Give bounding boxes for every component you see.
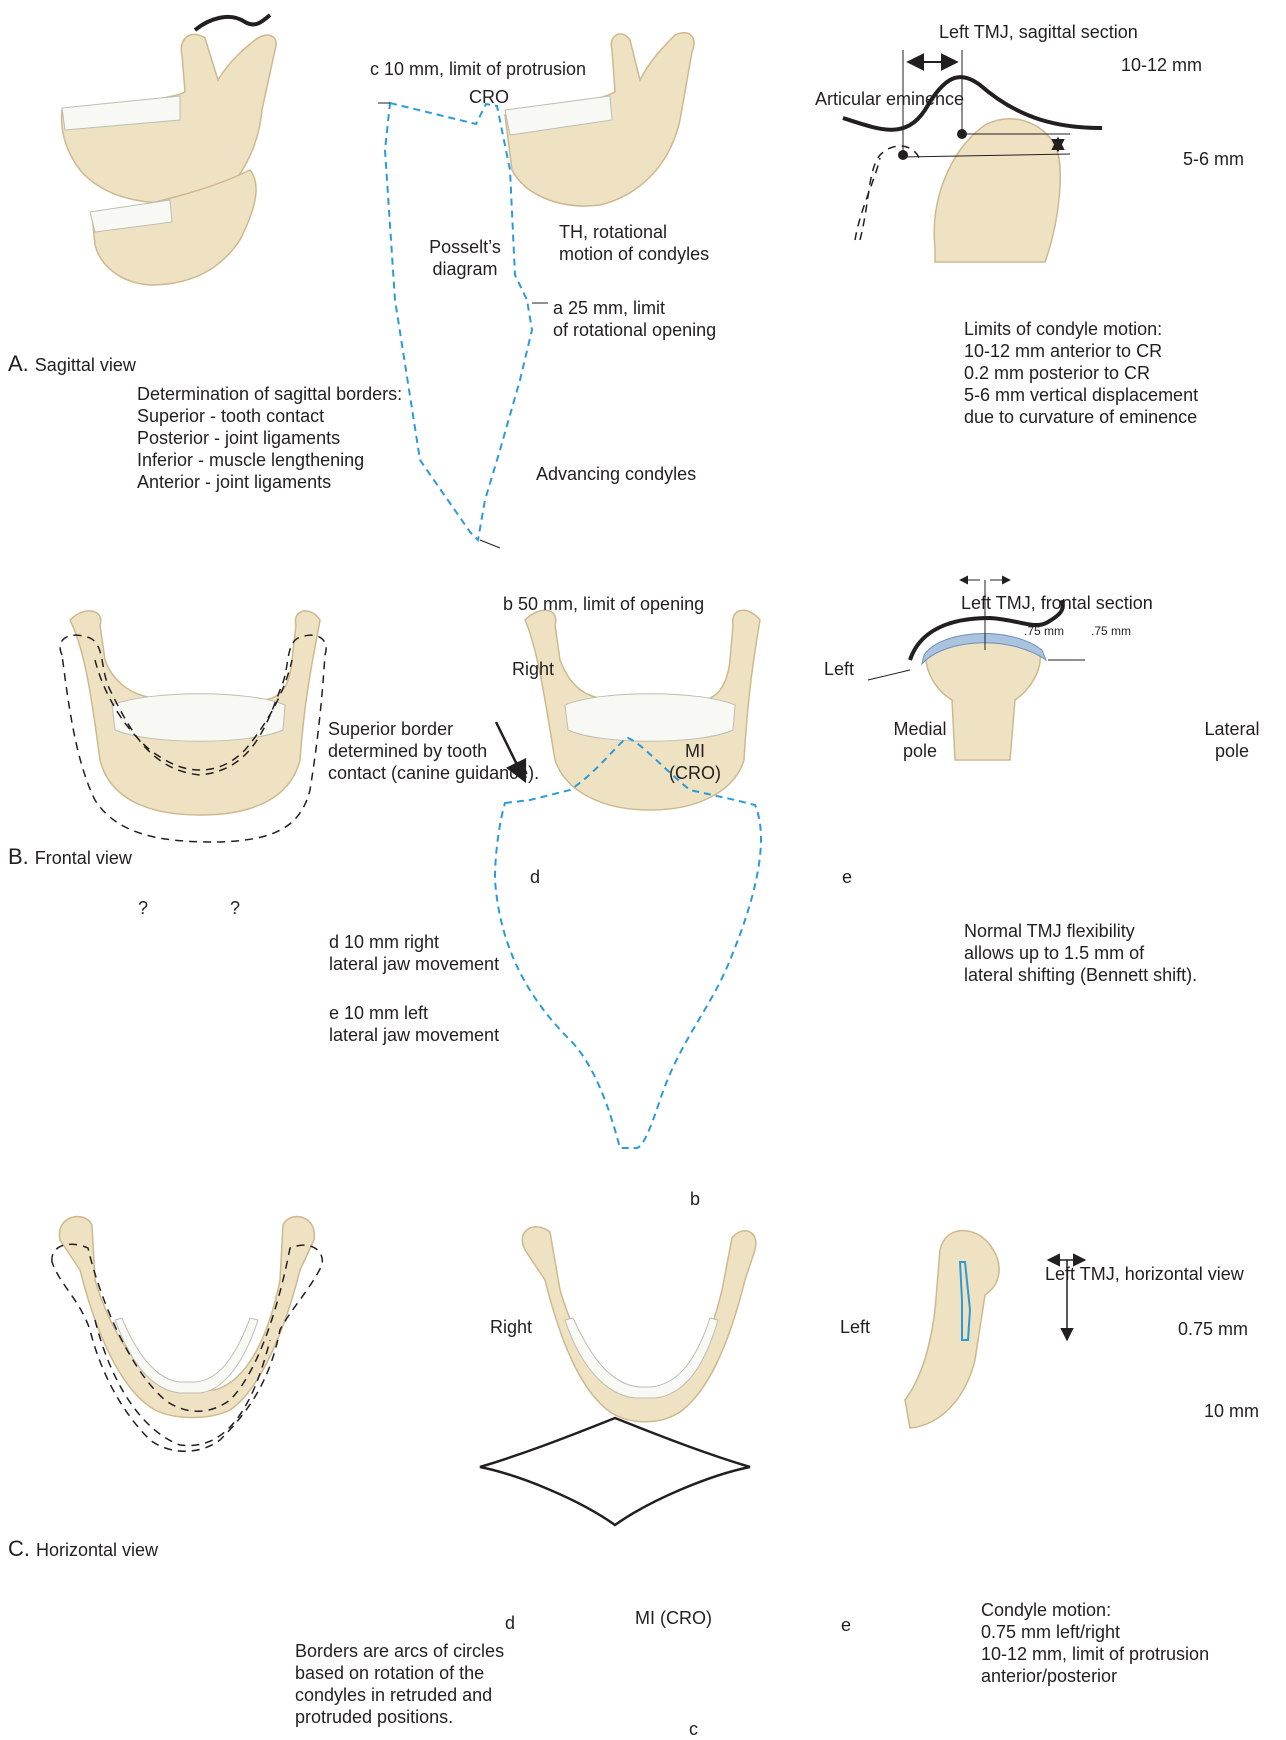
label-eminence: Articular eminence — [815, 88, 964, 110]
frontal-teeth — [112, 694, 285, 742]
label-medial-pole: Medial pole — [880, 718, 960, 762]
tmj-horizontal-title: Left TMJ, horizontal view — [1045, 1263, 1244, 1285]
label-left-horizontal: Left — [840, 1316, 870, 1338]
section-b-letter: B. — [8, 844, 29, 869]
label-e-frontal: e — [842, 866, 852, 888]
label-dim-right: .75 mm — [1091, 624, 1131, 638]
label-b-frontal: b — [690, 1188, 700, 1210]
section-b-title: B. Frontal view — [8, 844, 132, 871]
label-10mm: 10 mm — [1204, 1400, 1259, 1422]
condyle-shape — [934, 119, 1060, 262]
label-d-movement: d 10 mm right lateral jaw movement — [329, 931, 499, 975]
flexibility-text: Normal TMJ flexibility allows up to 1.5 … — [964, 920, 1197, 986]
frontal-jaw-illustration — [60, 611, 326, 842]
tmj-frontal-title: Left TMJ, frontal section — [961, 592, 1153, 614]
retruded-condyle-outline-2 — [855, 158, 880, 240]
tmj-sagittal-section — [843, 50, 1102, 262]
medial-leader — [868, 670, 910, 680]
label-th: TH, rotational motion of condyles — [559, 221, 709, 265]
label-b: b 50 mm, limit of opening — [503, 593, 704, 615]
section-a-label: Sagittal view — [35, 355, 136, 375]
label-d-frontal: d — [530, 866, 540, 888]
label-mi-cro-frontal: MI (CRO) — [650, 740, 740, 784]
section-c-letter: C. — [8, 1536, 30, 1561]
superior-border-text: Superior border determined by tooth cont… — [328, 718, 539, 784]
label-left-frontal: Left — [824, 658, 854, 680]
section-c-title: C. Horizontal view — [8, 1536, 158, 1563]
horizontal-border-diamond — [480, 1418, 750, 1525]
label-10-12: 10-12 mm — [1121, 54, 1202, 76]
sagittal-jaw-illustration — [62, 15, 277, 285]
label-a: a 25 mm, limit of rotational opening — [553, 297, 716, 341]
label-posselt: Posselt’s diagram — [415, 236, 515, 280]
label-right-frontal: Right — [512, 658, 554, 680]
question-mark-1: ? — [138, 897, 148, 919]
label-cro: CRO — [469, 86, 509, 108]
label-c-horizontal: c — [689, 1718, 698, 1740]
posselt-sagittal-trace — [385, 103, 532, 540]
tmj-horizontal-view — [905, 1231, 1085, 1428]
condyle-motion-text: Condyle motion: 0.75 mm left/right 10-12… — [981, 1599, 1209, 1687]
label-e-movement: e 10 mm left lateral jaw movement — [329, 1002, 499, 1046]
label-mi-cro-horizontal: MI (CRO) — [635, 1607, 712, 1629]
condyle-horizontal-shape — [905, 1231, 999, 1428]
articular-eminence-line — [195, 15, 270, 30]
section-b-label: Frontal view — [35, 848, 132, 868]
label-c-protrusion: c 10 mm, limit of protrusion — [370, 58, 586, 80]
horizontal-borders-text: Borders are arcs of circles based on rot… — [295, 1640, 504, 1728]
label-advancing: Advancing condyles — [536, 463, 696, 485]
label-075: 0.75 mm — [1178, 1318, 1248, 1340]
label-lateral-pole: Lateral pole — [1192, 718, 1272, 762]
label-5-6: 5-6 mm — [1183, 148, 1244, 170]
section-a-title: A. Sagittal view — [8, 351, 136, 378]
frontal-middle-teeth — [565, 694, 735, 742]
label-e-horizontal: e — [841, 1614, 851, 1636]
label-right-horizontal: Right — [490, 1316, 532, 1338]
sagittal-borders-text: Determination of sagittal borders: Super… — [137, 383, 402, 493]
leader-b — [480, 540, 500, 548]
section-c-label: Horizontal view — [36, 1540, 158, 1560]
condyle-limits-text: Limits of condyle motion: 10-12 mm anter… — [964, 318, 1198, 428]
question-mark-2: ? — [230, 897, 240, 919]
tmj-sagittal-title: Left TMJ, sagittal section — [939, 21, 1138, 43]
horizontal-jaw-middle-illustration — [522, 1227, 756, 1422]
horizontal-jaw-illustration — [52, 1217, 323, 1452]
label-d-horizontal: d — [505, 1612, 515, 1634]
section-a-letter: A. — [8, 351, 29, 376]
label-dim-left: .75 mm — [1024, 624, 1064, 638]
